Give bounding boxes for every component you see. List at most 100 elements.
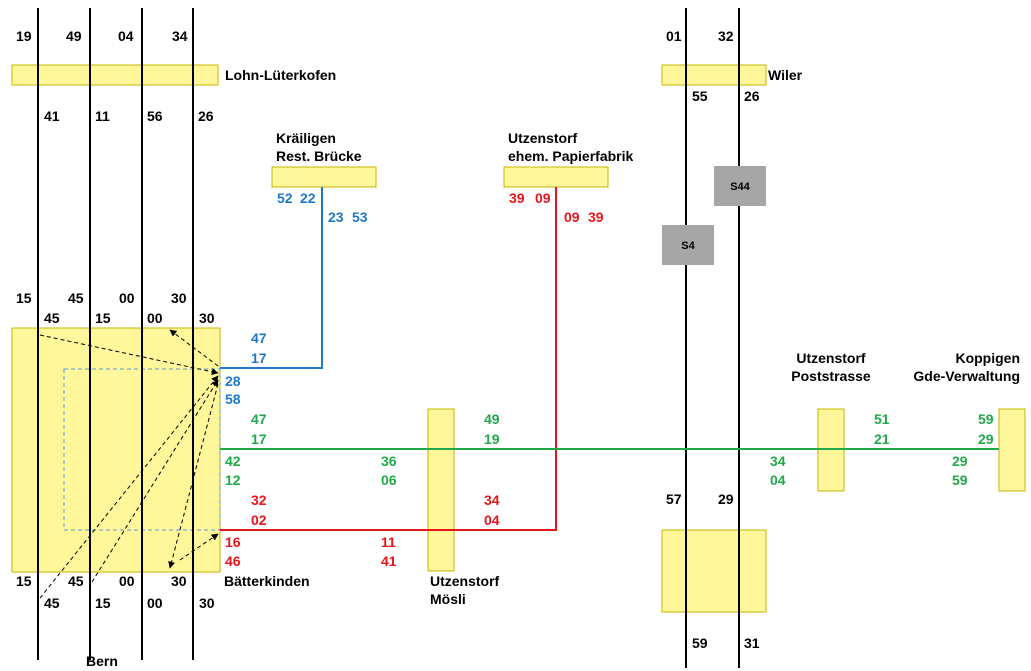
rail-time: 00 [147,310,163,326]
stop-label-moesli-2: Mösli [430,591,466,607]
stop-label-papierfabrik-1: Utzenstorf [508,130,578,146]
bus-time-blue: 17 [251,350,267,366]
bus-time-green: 59 [978,411,994,427]
rail-time: 00 [147,595,163,611]
bus-time-blue: 53 [352,209,368,225]
bus-time-green: 59 [952,472,968,488]
rail-time: 30 [199,595,215,611]
bus-time-green: 29 [952,453,968,469]
bus-time-green: 04 [770,472,786,488]
rail-time: 01 [666,28,682,44]
bus-time-green: 19 [484,431,500,447]
platform-wiler [661,64,767,86]
rail-time: 15 [16,290,32,306]
bus-time-green: 21 [874,431,890,447]
rail-time: 26 [198,108,214,124]
stop-label-kraeiligen-2: Rest. Brücke [276,148,362,164]
rail-time: 19 [16,28,32,44]
bus-time-red: 39 [588,209,604,225]
stop-label-papierfabrik-2: ehem. Papierfabrik [508,148,633,164]
rail-time: 00 [119,290,135,306]
bus-time-red: 02 [251,512,267,528]
rail-time: 32 [718,28,734,44]
stop-label-koppigen-2: Gde-Verwaltung [913,368,1020,384]
bus-time-green: 06 [381,472,397,488]
rail-time: 26 [744,88,760,104]
bus-time-blue: 58 [225,391,241,407]
transfer-arrow-6 [179,533,219,561]
bus-time-green: 42 [225,453,241,469]
bus-time-red: 32 [251,492,267,508]
bus-time-green: 17 [251,431,267,447]
rail-time: 55 [692,88,708,104]
bus-time-red: 09 [564,209,580,225]
stop-label-koppigen-1: Koppigen [955,350,1020,366]
s44-badge: S44 [730,181,750,193]
rail-time: 45 [44,595,60,611]
stop-label-bern: Bern [86,653,118,669]
bus-time-blue: 47 [251,330,267,346]
rail-time: 57 [666,491,682,507]
bus-time-red: 34 [484,492,500,508]
rail-time: 49 [66,28,82,44]
rail-time: 34 [172,28,188,44]
bus-time-red: 46 [225,553,241,569]
bus-time-red: 39 [509,190,525,206]
rail-time: 15 [95,595,111,611]
stop-label-lohn: Lohn-Lüterkofen [225,67,336,83]
bus-time-green: 36 [381,453,397,469]
rail-time: 41 [44,108,60,124]
platform-koppigen [998,408,1026,492]
transfer-arrow-4 [91,379,219,583]
bus-time-red: 16 [225,534,241,550]
s44-badge-box [714,166,766,206]
bus-time-green: 34 [770,453,786,469]
platform-south [661,529,767,613]
rail-time: 00 [119,573,135,589]
rail-time: 11 [95,108,110,124]
transfer-arrow-3 [39,375,219,599]
rail-time: 45 [68,573,84,589]
transfer-arrow-1 [39,334,219,376]
rail-time: 30 [199,310,215,326]
rail-time: 45 [44,310,60,326]
transfer-arrow-5 [168,383,219,569]
rail-time: 59 [692,635,708,651]
bus-time-red: 04 [484,512,500,528]
stop-label-wiler: Wiler [768,67,803,83]
platform-moesli [427,408,455,572]
bus-route-red [220,187,557,531]
rail-time: 30 [171,290,187,306]
stop-label-moesli-1: Utzenstorf [430,573,500,589]
transfer-arrows [39,329,219,599]
bus-time-green: 51 [874,411,890,427]
bus-time-blue: 52 [277,190,293,206]
rail-time: 45 [68,290,84,306]
transfer-arrow-2 [169,329,219,367]
bus-time-green: 29 [978,431,994,447]
platform-lohn [11,64,219,86]
rail-time: 29 [718,491,734,507]
bus-time-green: 49 [484,411,500,427]
bus-route-blue [220,187,323,369]
rail-time: 31 [744,635,760,651]
platform-baetterkinden [11,327,221,573]
stop-label-baetterkinden: Bätterkinden [224,573,310,589]
rail-time: 15 [16,573,32,589]
bus-time-red: 11 [381,534,396,550]
rail-time: 56 [147,108,163,124]
s4-badge: S4 [681,240,695,252]
s4-badge-box [662,225,714,265]
bus-time-blue: 23 [328,209,344,225]
stop-label-poststrasse-2: Poststrasse [791,368,871,384]
bus-time-red: 41 [381,553,397,569]
bus-time-blue: 28 [225,373,241,389]
rail-time: 30 [171,573,187,589]
bus-time-green: 47 [251,411,267,427]
platform-papierfabrik [503,166,609,188]
bus-time-green: 12 [225,472,241,488]
stop-label-kraeiligen-1: Kräiligen [276,130,336,146]
stop-label-poststrasse-1: Utzenstorf [796,350,866,366]
